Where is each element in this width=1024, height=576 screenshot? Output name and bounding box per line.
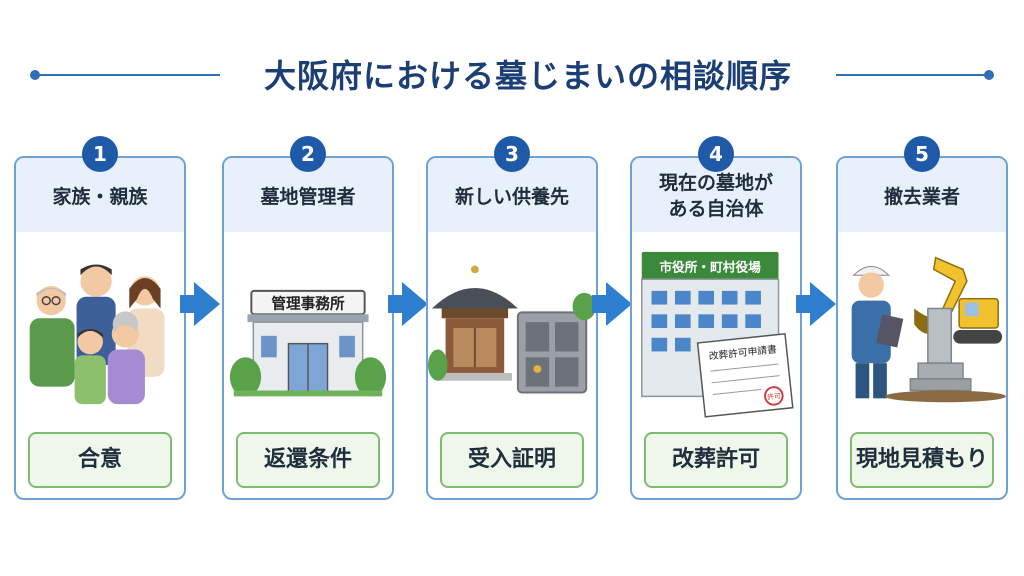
- header: 大阪府における墓じまいの相談順序: [0, 48, 1024, 108]
- title-dot-right: [984, 70, 994, 80]
- office-sign: 管理事務所: [271, 294, 345, 312]
- step-card-municipality: 現在の墓地が ある自治体 市役所・町村役場 改葬許可申請書 許可: [630, 156, 802, 500]
- title-line-left: [36, 74, 220, 76]
- family-icon: [16, 238, 184, 418]
- step-label: 墓地管理者: [260, 186, 356, 208]
- step-number: 1: [82, 136, 118, 172]
- step-label-line2: ある自治体: [668, 198, 764, 220]
- excavator-icon: [838, 238, 1006, 418]
- step-card-family: 家族・親族 合意: [14, 156, 186, 500]
- result-badge: 受入証明: [440, 432, 584, 488]
- step-card-removal-contractor: 撤去業者 現地見積もり: [836, 156, 1008, 500]
- result-badge: 現地見積もり: [850, 432, 994, 488]
- step-label: 家族・親族: [52, 186, 148, 208]
- office-building-icon: 管理事務所: [224, 238, 392, 418]
- arrow-right-icon: [180, 282, 220, 326]
- step-number: 4: [698, 136, 734, 172]
- result-badge: 返還条件: [236, 432, 380, 488]
- step-number: 5: [904, 136, 940, 172]
- card-header: 墓地管理者: [224, 158, 392, 232]
- result-badge: 改葬許可: [644, 432, 788, 488]
- title-line-right: [836, 74, 988, 76]
- step-number: 3: [494, 136, 530, 172]
- page-title: 大阪府における墓じまいの相談順序: [263, 57, 792, 95]
- arrow-right-icon: [388, 282, 428, 326]
- step-label: 撤去業者: [883, 186, 960, 208]
- approval-stamp: 許可: [767, 391, 782, 401]
- card-header: 家族・親族: [16, 158, 184, 232]
- temple-icon: [428, 238, 596, 418]
- city-hall-sign: 市役所・町村役場: [659, 259, 761, 274]
- title-dot-left: [30, 70, 40, 80]
- step-card-new-memorial: 新しい供養先 受入証明: [426, 156, 598, 500]
- step-number: 2: [290, 136, 326, 172]
- city-hall-icon: 市役所・町村役場 改葬許可申請書 許可: [632, 238, 800, 418]
- step-card-cemetery-manager: 墓地管理者 管理事務所 返還条件: [222, 156, 394, 500]
- arrow-right-icon: [796, 282, 836, 326]
- result-badge: 合意: [28, 432, 172, 488]
- arrow-right-icon: [592, 282, 632, 326]
- step-label: 新しい供養先: [454, 186, 569, 208]
- step-label-line1: 現在の墓地が: [658, 172, 773, 194]
